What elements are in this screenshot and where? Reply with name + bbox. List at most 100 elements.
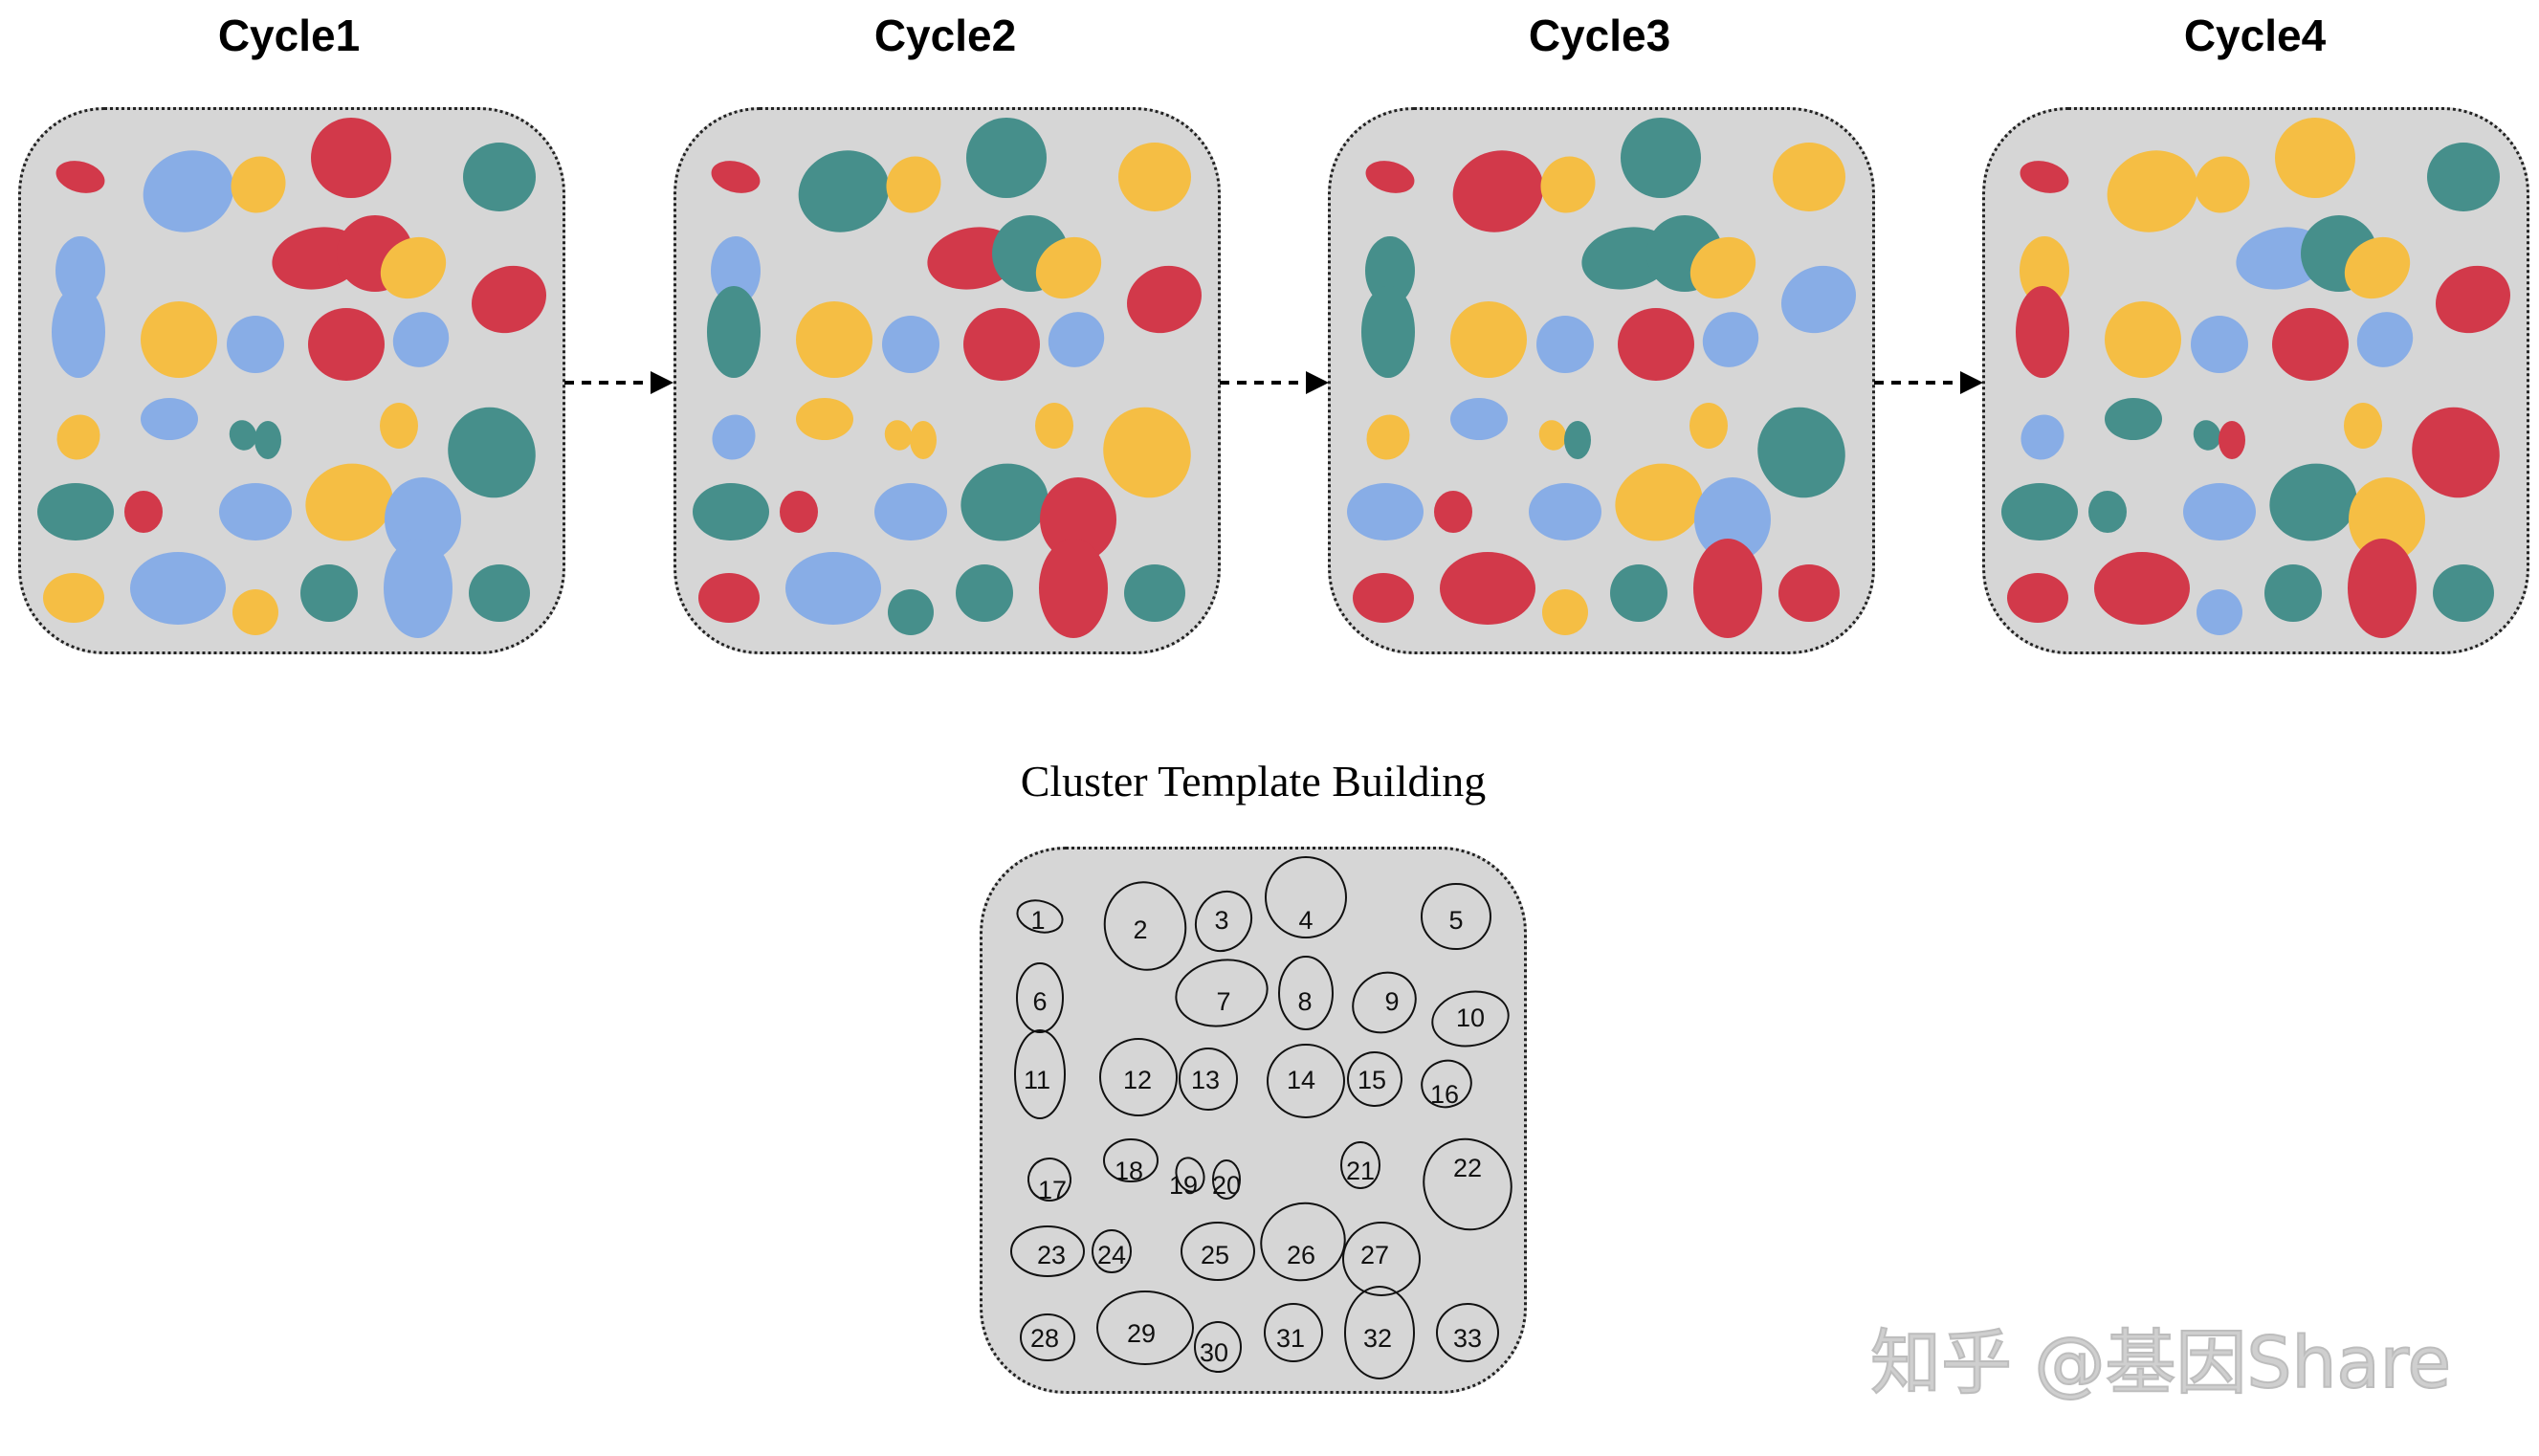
cluster-outline [1194, 1321, 1242, 1373]
cluster-label: 9 [1384, 987, 1399, 1016]
cell-blob [2020, 414, 2064, 460]
cell-blob [2344, 403, 2382, 449]
cell-blob [143, 150, 234, 232]
cluster-outline [1175, 1157, 1205, 1193]
cluster-outline [1421, 883, 1491, 950]
cluster-label: 22 [1453, 1154, 1482, 1182]
cell-blob [2275, 118, 2355, 198]
cluster-outline [1014, 1029, 1066, 1119]
cell-blob [966, 118, 1047, 198]
cluster-outline [1099, 1038, 1178, 1116]
cell-blob [384, 539, 453, 638]
cell-blob [910, 421, 937, 459]
cluster-outline [1020, 1313, 1075, 1361]
cluster-label: 11 [1024, 1066, 1050, 1094]
cell-blob [141, 301, 217, 378]
cluster-label: 16 [1430, 1080, 1459, 1109]
cluster-outline [1260, 1202, 1346, 1282]
cluster-outline [1212, 1159, 1241, 1200]
cluster-label: 18 [1115, 1157, 1143, 1185]
cell-blob [380, 403, 418, 449]
cell-blob [141, 398, 198, 440]
cell-blob [469, 564, 530, 622]
cell-blob [1702, 312, 1759, 367]
cell-blob [2433, 564, 2494, 622]
cycle-3-panel [1328, 107, 1875, 654]
cell-blob [2412, 407, 2500, 498]
cell-blob [2197, 589, 2242, 635]
cell-blob [55, 236, 105, 305]
cell-blob [219, 483, 292, 540]
cell-blob [232, 589, 278, 635]
cell-blob [2020, 161, 2069, 193]
cell-blob [1452, 150, 1544, 232]
cell-blob [2348, 539, 2417, 638]
cell-blob [2195, 156, 2250, 213]
cluster-outline [1347, 1051, 1402, 1107]
cluster-label: 4 [1298, 906, 1313, 935]
template-title: Cluster Template Building [1020, 757, 1487, 805]
cell-blob [1621, 118, 1701, 198]
cell-blob [711, 161, 761, 193]
cell-blob [308, 308, 385, 381]
cluster-outline [1096, 1291, 1194, 1365]
cell-blob [43, 573, 104, 623]
cell-blob [1035, 403, 1073, 449]
cell-blob [1127, 265, 1202, 334]
cluster-label: 6 [1032, 987, 1047, 1016]
cell-blob [1689, 403, 1728, 449]
cluster-outline [1103, 881, 1187, 971]
cell-blob [798, 150, 890, 232]
cluster-outline [1027, 1158, 1071, 1202]
cell-blob [874, 483, 947, 540]
cell-blob [2105, 301, 2181, 378]
cell-blob [229, 420, 257, 451]
cycle-4-title: Cycle4 [2183, 11, 2327, 60]
cell-blob [385, 477, 461, 562]
cell-blob [130, 552, 226, 625]
cluster-outline [1175, 959, 1269, 1027]
cycle-3-title: Cycle3 [1528, 11, 1671, 60]
cell-blob [882, 316, 939, 373]
cell-blob [2436, 265, 2510, 334]
cell-blob [1689, 236, 1756, 299]
arrow-2-to-3 [1220, 371, 1329, 394]
cluster-outline [1431, 990, 1510, 1048]
cell-blob [1361, 286, 1415, 378]
cell-blob [956, 564, 1013, 622]
cell-blob [1781, 265, 1856, 334]
cell-blob [1450, 301, 1527, 378]
cluster-label: 31 [1276, 1324, 1305, 1353]
cluster-outline [1344, 1286, 1415, 1379]
cell-blob [796, 301, 872, 378]
cluster-label: 29 [1127, 1319, 1156, 1348]
cluster-outline [1278, 956, 1334, 1030]
cell-blob [1039, 539, 1108, 638]
cell-blob [2191, 316, 2248, 373]
cell-blob [227, 316, 284, 373]
cluster-label: 30 [1200, 1338, 1228, 1367]
cluster-label: 1 [1030, 906, 1045, 935]
cluster-outline [1342, 1222, 1421, 1296]
cell-blob [2007, 573, 2068, 623]
cluster-outline [1092, 1229, 1132, 1273]
cell-blob [780, 491, 818, 533]
cell-blob [1538, 420, 1567, 451]
cell-blob [888, 589, 934, 635]
cluster-outline [1181, 1222, 1255, 1281]
cell-blob [711, 236, 761, 305]
cluster-label: 8 [1297, 987, 1312, 1016]
cycle-1-blobs [37, 118, 546, 638]
cell-blob [2183, 483, 2256, 540]
cluster-outline [1267, 1044, 1345, 1118]
cell-blob [37, 483, 114, 540]
cell-blob [55, 161, 105, 193]
cluster-outline [1179, 1048, 1238, 1111]
cell-blob [1048, 312, 1105, 367]
cluster-label: 25 [1201, 1241, 1229, 1269]
cell-blob [2272, 308, 2349, 381]
cell-blob [52, 286, 105, 378]
cluster-label: 19 [1169, 1171, 1198, 1200]
cell-blob [1536, 316, 1594, 373]
